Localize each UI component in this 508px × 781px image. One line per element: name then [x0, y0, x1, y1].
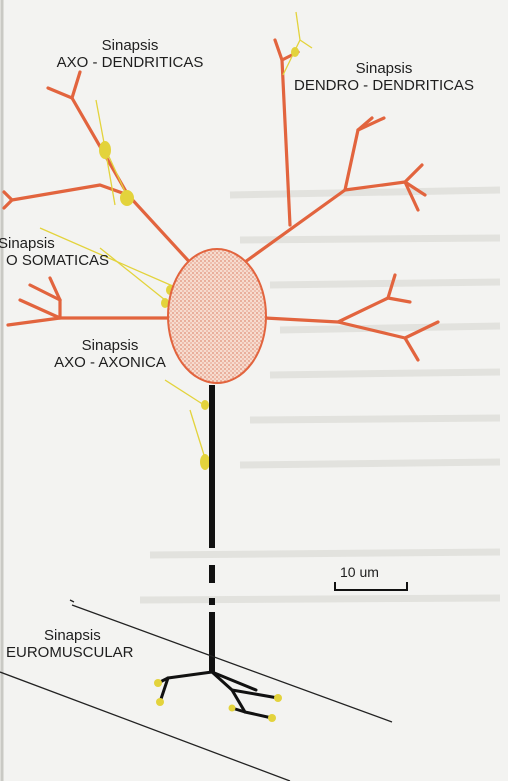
label-dendro-dendriticas-line1: Sinapsis: [273, 60, 495, 77]
scale-bar: [335, 582, 407, 590]
label-axo-dendriticas: Sinapsis AXO - DENDRITICAS: [40, 37, 220, 72]
label-axo-somaticas-line2: O SOMATICAS: [6, 252, 109, 269]
label-axo-dendriticas-line1: Sinapsis: [40, 37, 220, 54]
label-axo-axonica-line2: AXO - AXONICA: [50, 354, 170, 371]
label-axo-dendriticas-line2: AXO - DENDRITICAS: [40, 54, 220, 71]
presynaptic-fibers: [40, 12, 312, 455]
background-bleed: [140, 190, 500, 600]
scale-bar-label: 10 um: [340, 564, 379, 580]
label-neuromuscular: Sinapsis EUROMUSCULAR: [6, 627, 134, 662]
label-axo-somaticas: Sinapsis O SOMATICAS: [0, 235, 109, 270]
label-axo-somaticas-line1: Sinapsis: [0, 235, 109, 252]
label-neuromuscular-line1: Sinapsis: [44, 627, 134, 644]
label-axo-axonica: Sinapsis AXO - AXONICA: [50, 337, 170, 372]
label-axo-axonica-line1: Sinapsis: [50, 337, 170, 354]
label-dendro-dendriticas-line2: DENDRO - DENDRITICAS: [273, 77, 495, 94]
soma: [168, 249, 266, 383]
axon-terminal-branches: [158, 672, 278, 718]
label-dendro-dendriticas: Sinapsis DENDRO - DENDRITICAS: [273, 60, 495, 95]
label-neuromuscular-line2: EUROMUSCULAR: [6, 644, 134, 661]
